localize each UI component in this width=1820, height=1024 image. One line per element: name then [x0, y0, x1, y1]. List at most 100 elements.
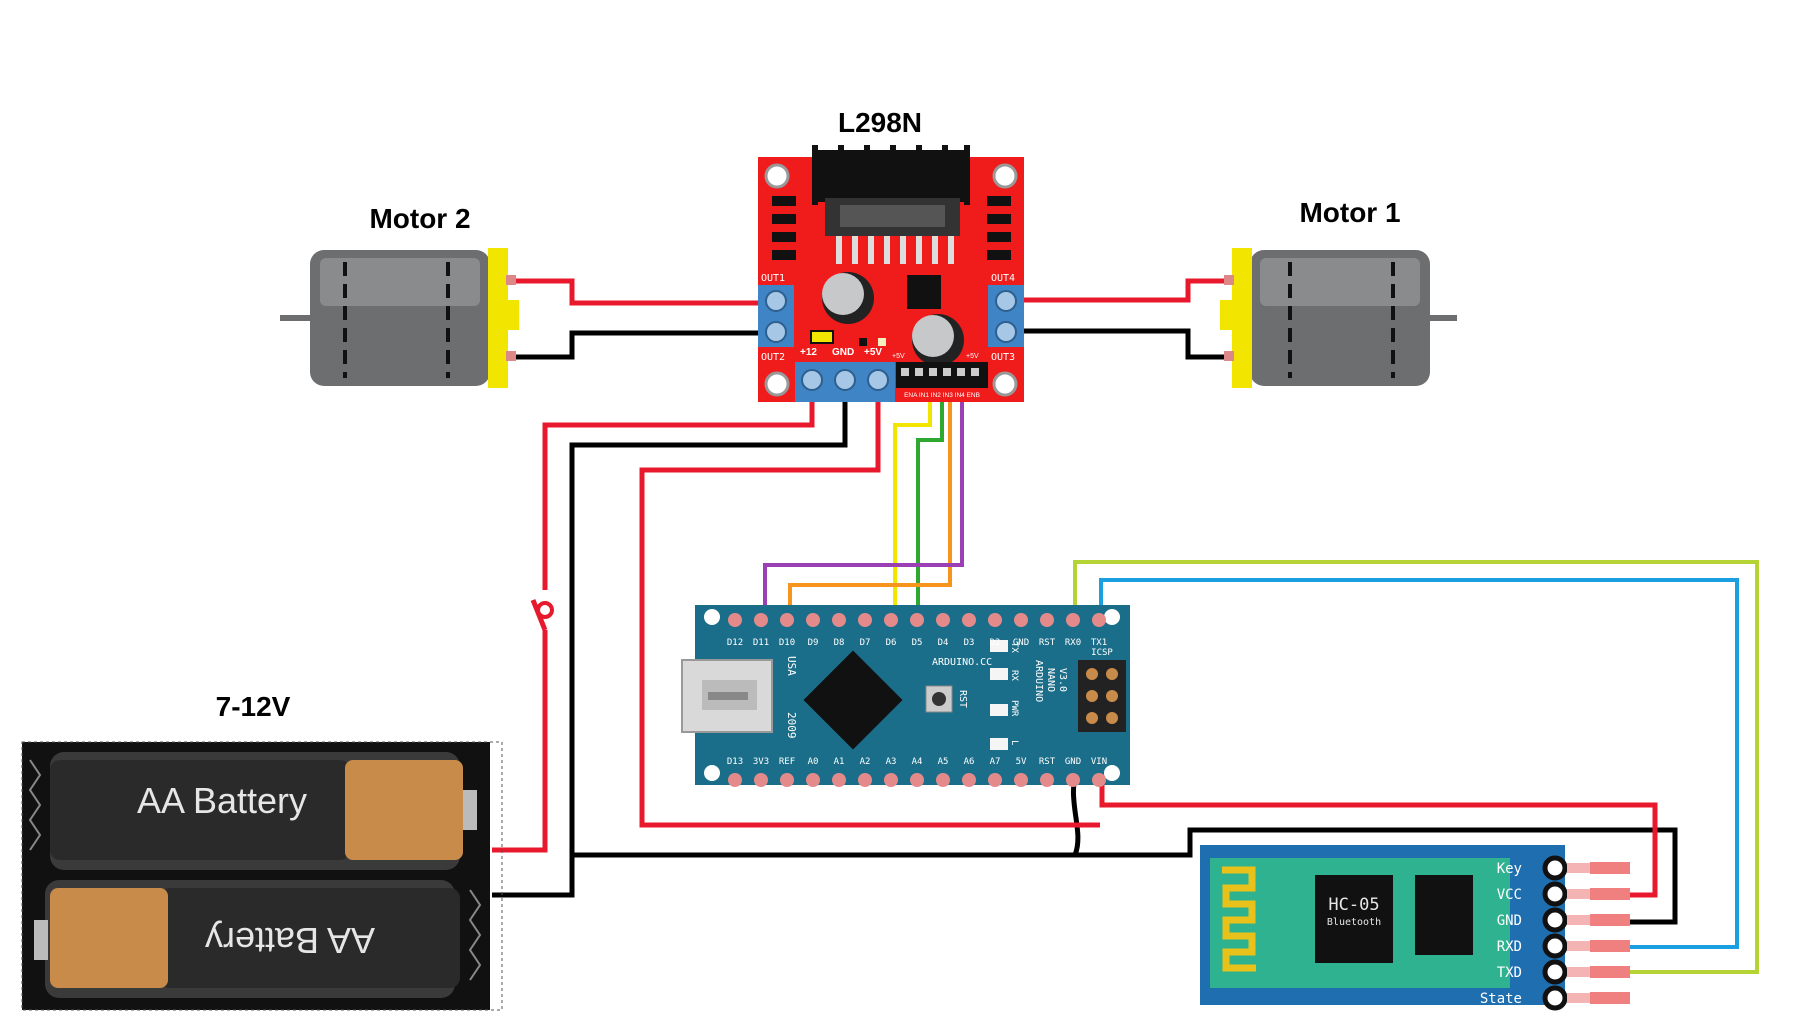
arduino-pad-bottom: [806, 773, 820, 787]
arduino-nano: USA 2009 RST ARDUINO.CC ARDUINO NANO V3.…: [681, 605, 1130, 787]
arduino-pad-top: [1014, 613, 1028, 627]
hc05-pin-tip: [1590, 862, 1630, 874]
label-logic-header: ENA IN1 IN2 IN3 IN4 ENB: [904, 392, 980, 399]
battery-cell-bottom-label: AA Battery: [205, 920, 375, 961]
label-out1: OUT1: [761, 273, 785, 284]
hc05-pin-header: [1542, 855, 1568, 881]
arduino-pad-bottom: [962, 773, 976, 787]
arduino-pin-label-bottom: REF: [779, 757, 795, 767]
arduino-pin-label-bottom: A5: [938, 757, 949, 767]
led-tx: TX: [1009, 642, 1019, 653]
wires: [492, 278, 1759, 974]
arduino-pin-label-bottom: D13: [727, 757, 743, 767]
hc05-pin-header: [1542, 985, 1568, 1011]
wire-txd-lime: [1073, 560, 1759, 974]
label-small-5v-right: +5V: [966, 353, 979, 360]
arduino-pin-label-top: D10: [779, 638, 795, 648]
wire-in4-purple: [763, 383, 964, 615]
jumper-12v: [810, 330, 834, 344]
hc05-pin-tip: [1590, 992, 1630, 1004]
arduino-pad-top: [936, 613, 950, 627]
arduino-pad-bottom: [1092, 773, 1106, 787]
arduino-year: 2009: [785, 712, 798, 739]
arduino-pad-top: [832, 613, 846, 627]
atmega-chip: [803, 650, 903, 750]
hc05-chip-1: [1315, 875, 1393, 963]
switch-pivot: [536, 601, 554, 619]
arduino-pad-top: [988, 613, 1002, 627]
arduino-brand: ARDUINO.CC: [932, 657, 992, 668]
label-out2: OUT2: [761, 352, 785, 363]
arduino-pin-label-bottom: A7: [990, 757, 1001, 767]
arduino-pin-label-bottom: GND: [1065, 757, 1081, 767]
arduino-pin-label-bottom: A1: [834, 757, 845, 767]
label-out3: OUT3: [991, 352, 1015, 363]
arduino-pad-bottom: [1040, 773, 1054, 787]
arduino-pad-top: [1066, 613, 1080, 627]
arduino-pin-label-bottom: A2: [860, 757, 871, 767]
hc05-antenna: [1222, 866, 1256, 972]
arduino-model-1: ARDUINO: [1033, 660, 1044, 702]
hc05-pin-tip: [1590, 940, 1630, 952]
arduino-pin-label-top: TX1: [1091, 638, 1107, 648]
arduino-pin-label-bottom: A3: [886, 757, 897, 767]
wire-in3-orange: [788, 383, 952, 615]
led-rx: RX: [1009, 670, 1019, 681]
label-small-5v-left: +5V: [892, 353, 905, 360]
arduino-pad-top: [858, 613, 872, 627]
motor-2-cap: [488, 248, 508, 388]
arduino-usa: USA: [785, 656, 798, 676]
wire-gnd-main: [492, 380, 848, 898]
arduino-pad-bottom: [884, 773, 898, 787]
hc05-pin-label: RXD: [1497, 939, 1522, 955]
arduino-model-3: V3.0: [1057, 668, 1068, 692]
hc05-pin-header: [1542, 933, 1568, 959]
hc05-pin-header: [1542, 959, 1568, 985]
arduino-pad-top: [962, 613, 976, 627]
arduino-pin-label-top: D11: [753, 638, 769, 648]
wire-motor2-black: [515, 330, 775, 360]
motor-1-cap: [1232, 248, 1252, 388]
arduino-pad-bottom: [754, 773, 768, 787]
hc05-pin-label: VCC: [1497, 887, 1522, 903]
arduino-pin-label-top: D2: [990, 638, 1001, 648]
l298n-board: OUT1 OUT2 OUT4 OUT3 +12 GND +5V +5V +5V …: [758, 145, 1024, 402]
battery-pack: AA Battery AA Battery: [21, 741, 503, 1011]
arduino-pad-bottom: [936, 773, 950, 787]
motor-2: [280, 248, 519, 388]
wire-motor1-black: [992, 328, 1240, 360]
hc05-pin-label: Key: [1497, 861, 1522, 877]
arduino-pin-label-top: D5: [912, 638, 923, 648]
arduino-pad-top: [910, 613, 924, 627]
led-l: L: [1009, 740, 1019, 745]
arduino-pad-top: [780, 613, 794, 627]
arduino-pin-label-bottom: A4: [912, 757, 923, 767]
hc05-pin-tip: [1590, 888, 1630, 900]
arduino-pad-top: [1092, 613, 1106, 627]
hc05-pin-header: [1542, 881, 1568, 907]
arduino-pad-bottom: [910, 773, 924, 787]
arduino-pin-label-top: D9: [808, 638, 819, 648]
arduino-rst-label: RST: [957, 690, 968, 708]
arduino-pin-label-bottom: RST: [1039, 757, 1056, 767]
wire-battery-positive-2: [492, 630, 548, 853]
arduino-pin-label-bottom: 5V: [1016, 757, 1027, 767]
arduino-pad-top: [806, 613, 820, 627]
wire-gnd-bus: [572, 827, 1678, 925]
hc05-pin-label: GND: [1497, 913, 1522, 929]
wire-rxd-blue: [1099, 578, 1739, 949]
label-12v: +12: [800, 347, 817, 358]
hc05-model: HC-05: [1328, 895, 1379, 915]
wire-motor2-red: [515, 278, 775, 306]
arduino-pin-label-bottom: A0: [808, 757, 819, 767]
arduino-pad-bottom: [1014, 773, 1028, 787]
driver-title: L298N: [838, 107, 922, 138]
arduino-pad-bottom: [832, 773, 846, 787]
hc05-pin-label: TXD: [1497, 965, 1522, 981]
battery-cell-top-label: AA Battery: [137, 780, 307, 821]
arduino-pin-label-bottom: VIN: [1091, 757, 1107, 767]
arduino-pin-label-bottom: 3V3: [753, 757, 769, 767]
